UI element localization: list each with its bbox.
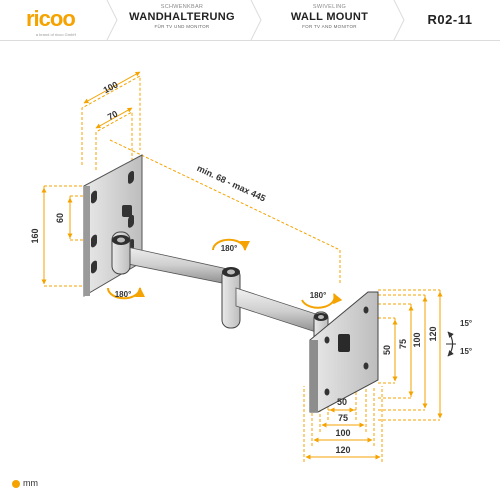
title-english: WALL MOUNT	[290, 11, 369, 23]
dim-label-vesa-v-120: 120	[428, 326, 438, 341]
dim-label-vesa-v-75: 75	[398, 339, 408, 349]
rotation-label-wall: 180°	[115, 290, 132, 299]
dim-label-vesa-v-50: 50	[382, 345, 392, 355]
rotation-badge-head: 180°	[301, 291, 343, 309]
dim-label-vesa-h-50: 50	[337, 397, 347, 407]
dim-label-vesa-h-120: 120	[335, 445, 350, 455]
dim-label-vesa-h-100: 100	[335, 428, 350, 438]
title-english-block: SWIVELING WALL MOUNT FOR TV AND MONITOR	[262, 0, 397, 40]
dim-label-plate-height-outer: 160	[30, 228, 40, 243]
tilt-down-label: 15°	[460, 347, 472, 356]
rotation-label-middle: 180°	[221, 244, 238, 253]
header-divider	[393, 0, 405, 40]
brand-logo: ricoo	[26, 6, 76, 31]
dim-label-arm-reach: min. 68 - max 445	[195, 163, 267, 204]
title-german-overline: SCHWENKBAR	[160, 4, 204, 10]
title-german: WANDHALTERUNG	[129, 11, 235, 23]
unit-label: mm	[23, 478, 38, 488]
model-block: R02-11	[400, 0, 500, 40]
legend-marker	[12, 479, 20, 488]
rotation-badge-wall: 180°	[107, 287, 145, 300]
rotation-badge-middle: 180°	[212, 238, 250, 253]
header-bar: ricoo a brand of ricoo GmbH SCHWENKBAR W…	[0, 0, 500, 41]
model-number: R02-11	[427, 12, 473, 27]
dim-label-plate-width-inner: 70	[106, 109, 120, 123]
arm-first-segment	[111, 231, 233, 286]
rotation-label-head: 180°	[310, 291, 327, 300]
header-divider	[250, 0, 262, 40]
dimension-arrows	[41, 71, 443, 460]
vesa-head-plate	[309, 291, 379, 413]
tilt-indicator: 15° 15°	[446, 319, 472, 357]
brand-tagline: a brand of ricoo GmbH	[35, 32, 77, 37]
title-english-subline: FOR TV AND MONITOR	[302, 24, 357, 29]
dim-label-vesa-v-100: 100	[412, 332, 422, 347]
unit-legend: mm	[12, 478, 38, 488]
title-german-subline: FÜR TV UND MONITOR	[154, 24, 210, 29]
title-german-block: SCHWENKBAR WANDHALTERUNG FÜR TV UND MONI…	[112, 0, 252, 40]
dim-label-plate-width-outer: 100	[102, 79, 120, 95]
dim-label-vesa-h-75: 75	[338, 413, 348, 423]
dim-label-plate-height-inner: 60	[55, 213, 65, 223]
tilt-up-label: 15°	[460, 319, 472, 328]
title-english-overline: SWIVELING	[312, 4, 347, 10]
brand-block: ricoo a brand of ricoo GmbH	[0, 0, 112, 40]
wall-plate	[83, 154, 143, 297]
header-divider	[106, 0, 118, 40]
